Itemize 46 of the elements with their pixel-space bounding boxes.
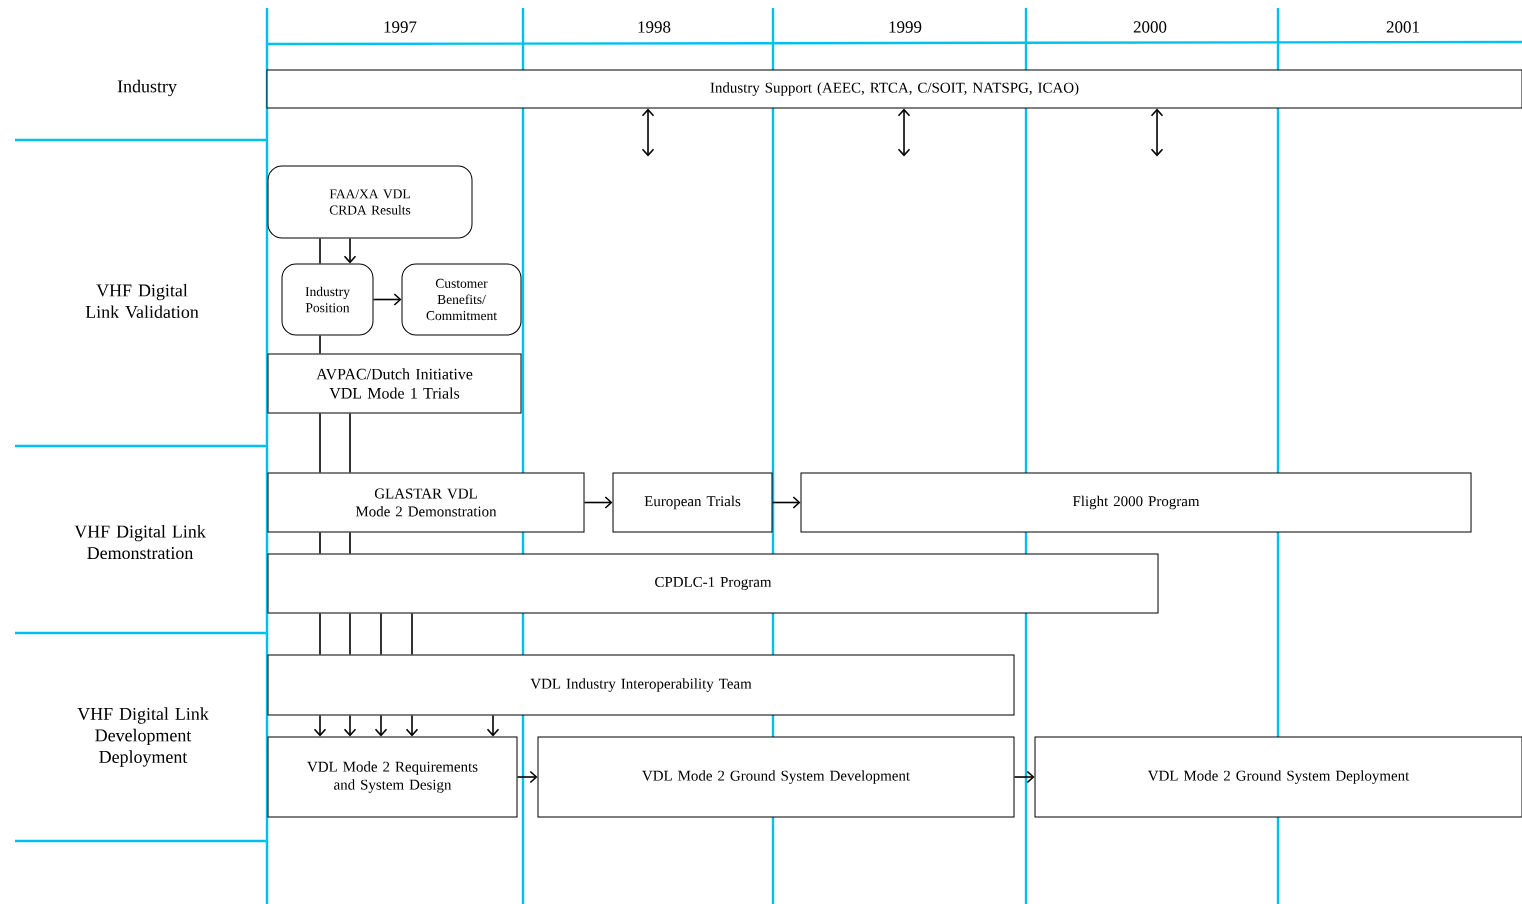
process-box: GLASTAR VDL Mode 2 Demonstration bbox=[267, 472, 585, 533]
process-box: European Trials bbox=[612, 472, 773, 533]
connector-line bbox=[349, 612, 351, 656]
arrow bbox=[313, 714, 327, 737]
timeline-bar: Industry Support (AEEC, RTCA, C/SOIT, NATSPG, ICAO) bbox=[266, 69, 1522, 109]
arrow bbox=[516, 770, 538, 784]
arrow bbox=[343, 714, 357, 737]
arrow bbox=[374, 714, 388, 737]
process-box: VDL Industry Interoperability Team bbox=[267, 654, 1015, 716]
row-label: Industry bbox=[117, 79, 177, 97]
arrow bbox=[486, 714, 500, 737]
process-box: Flight 2000 Program bbox=[800, 472, 1472, 533]
row-label: VHF Digital Link Development Deployment bbox=[77, 707, 209, 767]
arrow bbox=[343, 237, 357, 264]
connector-line bbox=[380, 612, 382, 656]
rounded-box: FAA/XA VDL CRDA Results bbox=[267, 165, 473, 239]
year-label: 1999 bbox=[889, 21, 922, 33]
row-label: VHF Digital Link Demonstration bbox=[74, 524, 206, 560]
arrow bbox=[897, 108, 911, 157]
year-label: 1998 bbox=[638, 21, 671, 33]
process-box: AVPAC/Dutch Initiative VDL Mode 1 Trials bbox=[267, 353, 522, 414]
arrow bbox=[372, 293, 402, 306]
year-label: 2001 bbox=[1386, 21, 1419, 33]
arrow bbox=[1013, 770, 1035, 784]
arrow bbox=[405, 714, 419, 737]
arrow bbox=[1150, 108, 1164, 157]
connector-line bbox=[349, 412, 351, 474]
connector-line bbox=[349, 531, 351, 555]
row-label: VHF Digital Link Validation bbox=[85, 283, 199, 319]
rounded-box: Customer Benefits/ Commitment bbox=[401, 263, 522, 336]
process-box: VDL Mode 2 Ground System Deployment bbox=[1034, 736, 1522, 818]
arrow bbox=[583, 496, 613, 509]
rounded-box: Industry Position bbox=[281, 263, 374, 336]
connector-line bbox=[319, 531, 321, 555]
process-box: VDL Mode 2 Requirements and System Design bbox=[267, 736, 518, 818]
connector-line bbox=[319, 334, 321, 355]
connector-line bbox=[319, 612, 321, 656]
connector-line bbox=[319, 412, 321, 474]
arrow bbox=[771, 496, 801, 509]
connector-line bbox=[319, 237, 321, 265]
year-label: 1997 bbox=[384, 21, 417, 33]
process-box: VDL Mode 2 Ground System Development bbox=[537, 736, 1015, 818]
connector-line bbox=[411, 612, 413, 656]
year-label: 2000 bbox=[1133, 21, 1167, 33]
arrow bbox=[641, 108, 655, 157]
process-box: CPDLC-1 Program bbox=[267, 553, 1159, 614]
